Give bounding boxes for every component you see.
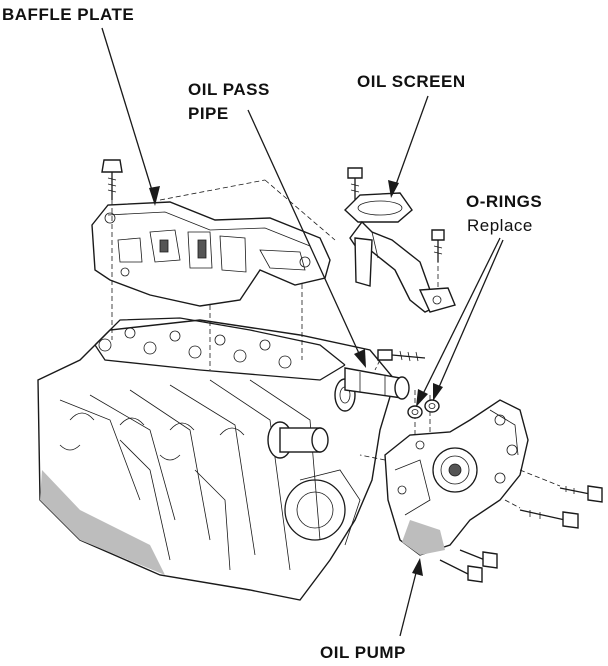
engine-block	[37, 317, 396, 601]
o-rings-label: O-RINGS	[466, 192, 543, 211]
callout-arrows	[101, 27, 504, 637]
oil-pump-bolts	[439, 469, 603, 583]
baffle-plate-arrow	[101, 27, 156, 201]
o-ring-arrow-2	[435, 239, 504, 395]
oil-pass-pipe-arrow	[247, 109, 363, 361]
oil-screen	[343, 167, 456, 313]
baffle-bolt	[101, 159, 123, 200]
oil-screen-label: OIL SCREEN	[357, 72, 466, 91]
oil-pass-pipe-label-line2: PIPE	[188, 104, 229, 123]
oil-screen-arrow	[393, 95, 429, 191]
oil-pass-pipe-label-line1: OIL PASS	[188, 80, 270, 99]
o-rings-note: Replace	[467, 216, 533, 235]
o-ring-arrow-1	[419, 237, 501, 401]
oil-pump-label: OIL PUMP	[320, 643, 406, 662]
oil-pump-arrow	[399, 564, 419, 637]
baffle-plate	[91, 201, 331, 307]
baffle-plate-label: BAFFLE PLATE	[2, 5, 135, 24]
oil-pump	[384, 399, 529, 556]
oil-pass-pipe	[344, 349, 426, 400]
o-rings	[407, 399, 440, 419]
